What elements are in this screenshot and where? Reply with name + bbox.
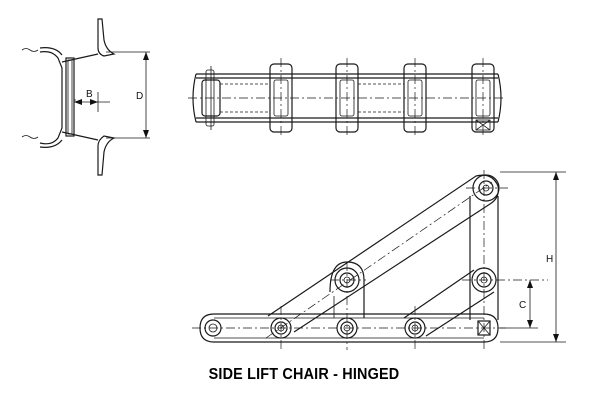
dim-d-label: D — [136, 91, 143, 102]
dim-h-label: H — [546, 254, 553, 265]
dim-b-label: B — [86, 89, 93, 100]
dim-c-label: C — [519, 300, 526, 311]
section-view: D B — [21, 18, 150, 176]
side-view-chain: H C — [192, 170, 566, 350]
drawing-caption: SIDE LIFT CHAIR - HINGED — [208, 366, 400, 383]
top-view-chain — [188, 58, 505, 138]
